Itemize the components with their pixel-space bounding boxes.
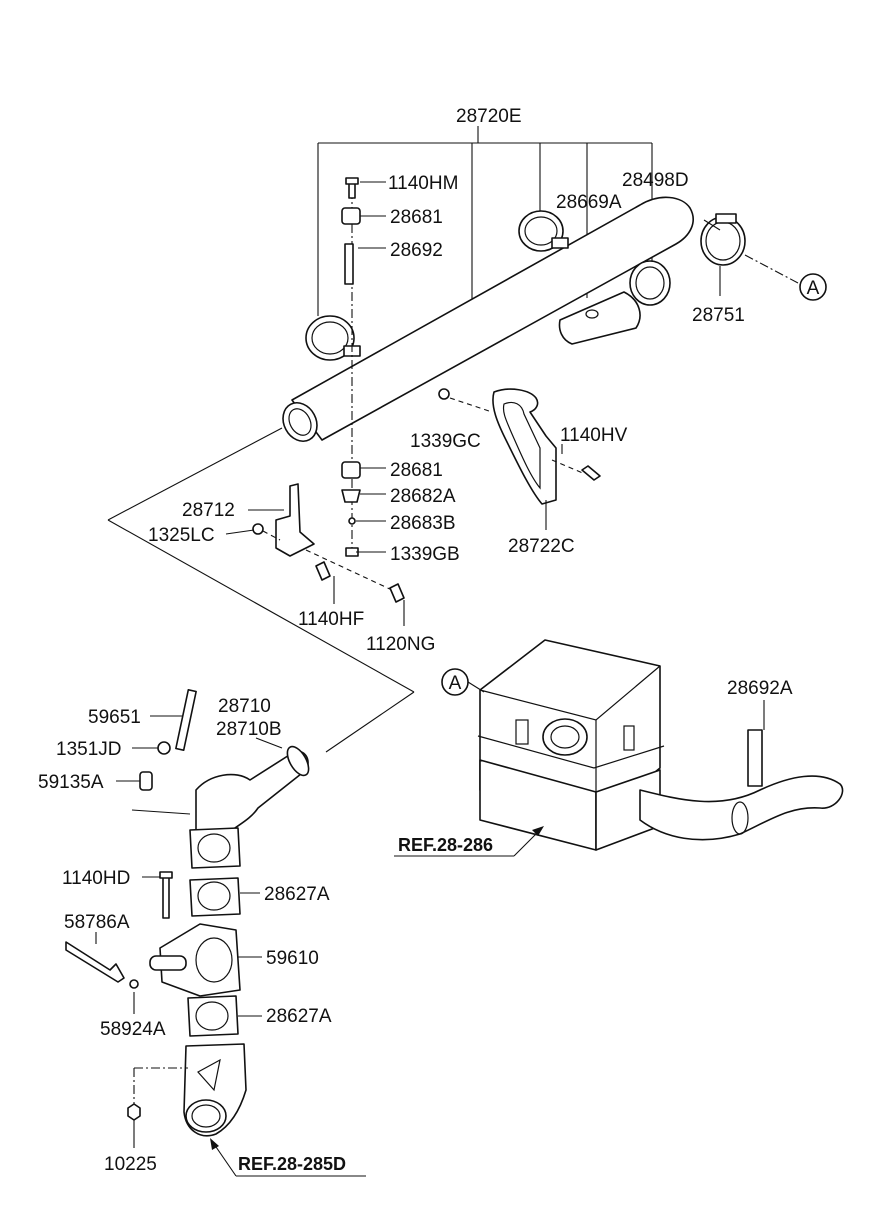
pipe-clamp-28498D [629,260,671,306]
label-1140HF: 1140HF [298,609,364,630]
label-28692: 28692 [390,240,443,261]
label-1351JD: 1351JD [56,739,122,760]
muffler-assembly [477,639,844,851]
label-28627A-upper: 28627A [264,884,330,905]
label-1140HV: 1140HV [560,425,628,446]
gasket-28627A-upper [189,827,241,917]
exhaust-pipe-28720E [282,196,694,442]
connector-a-upper: A [799,273,827,301]
gasket-28627A-lower [187,995,239,1037]
front-pipe-28710 [195,745,310,843]
label-28692A: 28692A [727,678,793,699]
label-28681-bottom: 28681 [390,460,443,481]
label-28710B: 28710B [216,719,282,740]
dashed-leader-lines [107,427,415,815]
label-28681-top: 28681 [390,207,443,228]
connector-letter: A [449,673,462,694]
ref-arrows [210,826,544,1177]
label-1339GC: 1339GC [410,431,481,452]
ref-label-elbow: REF.28-285D [238,1154,346,1174]
elbow-pipe [183,1043,247,1137]
connector-letter: A [807,278,820,299]
label-28498D: 28498D [622,170,689,191]
bracket-28712 [252,483,405,603]
label-58924A: 58924A [100,1019,166,1040]
label-1325LC: 1325LC [148,525,215,546]
label-1120NG: 1120NG [366,634,435,655]
connector-a-lower: A [441,668,469,696]
label-leaders [95,181,765,1148]
label-28712: 28712 [182,500,235,521]
label-28710: 28710 [218,696,271,717]
bracket-28722C [438,388,601,505]
label-59610: 59610 [266,948,319,969]
label-1339GB: 1339GB [390,544,460,565]
label-28751: 28751 [692,305,745,326]
small-hardware [65,689,197,1121]
label-28627A-lower: 28627A [266,1006,332,1027]
hanger-bolt-stack [341,177,361,557]
label-59135A: 59135A [38,772,104,793]
part-labels: 28720E 1140HM 28681 28692 28498D 28669A … [38,106,793,1175]
heat-shield-28669A [558,291,641,345]
label-28669A: 28669A [556,192,622,213]
label-28682A: 28682A [390,486,456,507]
label-1140HD: 1140HD [62,868,130,889]
label-1140HM: 1140HM [388,173,458,194]
label-10225: 10225 [104,1154,157,1175]
label-58786A: 58786A [64,912,130,933]
label-59651: 59651 [88,707,141,728]
ref-label-muffler: REF.28-286 [398,835,493,855]
label-28722C: 28722C [508,536,575,557]
label-28683B: 28683B [390,513,456,534]
band-clamp-28751 [700,213,799,284]
pipe-hanger-clamp-right [518,210,569,252]
assembly-bracket-28720E [317,126,653,316]
exhaust-brake-59610 [149,923,241,997]
label-28720E: 28720E [456,106,522,127]
